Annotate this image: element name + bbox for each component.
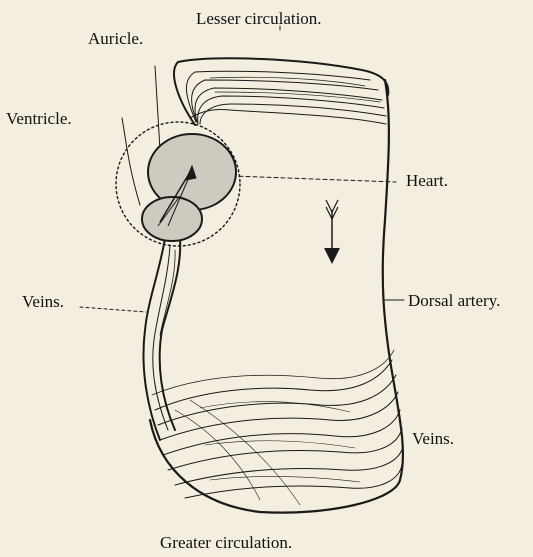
flow-arrow-icon	[325, 200, 339, 262]
heart	[142, 134, 236, 241]
label-veins-right: Veins.	[412, 430, 454, 447]
label-dorsal-artery: Dorsal artery.	[408, 292, 500, 309]
auricle-pointer	[155, 66, 160, 150]
heart-pointer	[232, 176, 396, 182]
ventricle-chamber	[142, 197, 202, 241]
label-heart: Heart.	[406, 172, 448, 189]
greater-circulation-vessels	[150, 350, 403, 513]
label-veins-left: Veins.	[22, 293, 64, 310]
ventricle-pointer	[122, 118, 140, 205]
label-auricle: Auricle.	[88, 30, 143, 47]
label-ventricle: Ventricle.	[6, 110, 72, 127]
veins-left-pointer	[80, 307, 146, 312]
label-lesser-circulation: Lesser circulation.	[196, 10, 322, 27]
vena-trunk	[143, 238, 180, 440]
label-greater-circulation: Greater circulation.	[160, 534, 292, 551]
dorsal-artery-vessel	[383, 80, 403, 480]
lesser-circulation-vessels	[174, 58, 388, 125]
